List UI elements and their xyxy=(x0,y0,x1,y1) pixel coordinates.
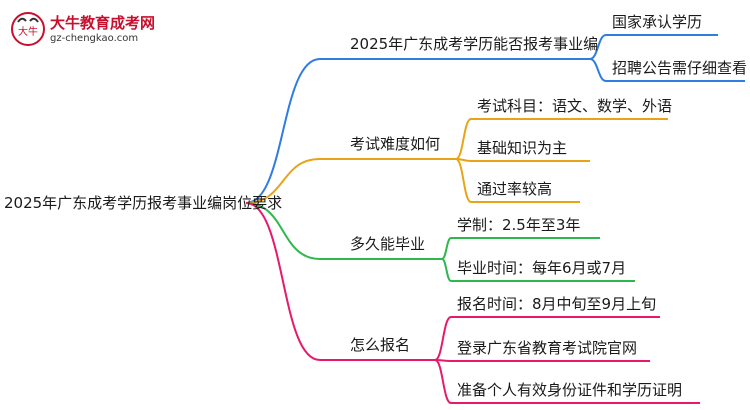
logo-url: gz-chengkao.com xyxy=(50,33,139,44)
svg-text:大牛: 大牛 xyxy=(18,25,38,38)
branch-connector-1 xyxy=(245,58,590,204)
leaf-topic-1-2: 招聘公告需仔细查看 xyxy=(612,59,748,77)
branch-topic-3: 多久能毕业 xyxy=(350,235,426,253)
branch-connector-2 xyxy=(245,158,456,204)
bull-logo-icon: 大牛 xyxy=(11,12,45,46)
leaf-topic-2-2: 基础知识为主 xyxy=(477,139,568,157)
leaf-connector-4-1 xyxy=(434,316,660,361)
leaf-connector-1-2 xyxy=(589,58,745,82)
branch-connector-3 xyxy=(245,202,442,260)
leaf-connector-2-3 xyxy=(455,158,580,203)
leaf-topic-4-3: 准备个人有效身份证件和学历证明 xyxy=(457,381,683,399)
leaf-topic-2-1: 考试科目：语文、数学、外语 xyxy=(477,97,673,115)
leaf-topic-1-1: 国家承认学历 xyxy=(612,13,703,31)
leaf-topic-4-2: 登录广东省教育考试院官网 xyxy=(457,339,638,357)
logo-title: 大牛教育成考网 xyxy=(50,14,156,32)
leaf-topic-3-1: 学制：2.5年至3年 xyxy=(457,216,581,234)
leaf-connector-1-1 xyxy=(589,34,718,60)
branch-topic-2: 考试难度如何 xyxy=(350,135,441,153)
branch-connector-4 xyxy=(245,202,435,361)
leaf-connector-3-1 xyxy=(441,237,600,260)
root-topic: 2025年广东成考学历报考事业编岗位要求 xyxy=(4,194,283,212)
site-logo: 大牛 大牛教育成考网 gz-chengkao.com xyxy=(6,6,166,56)
leaf-connector-2-2 xyxy=(455,158,590,162)
leaf-connector-4-3 xyxy=(434,359,700,404)
leaf-connector-4-2 xyxy=(434,359,650,362)
branch-topic-4: 怎么报名 xyxy=(350,336,411,354)
leaf-connector-3-2 xyxy=(441,258,635,282)
leaf-topic-4-1: 报名时间：8月中旬至9月上旬 xyxy=(457,295,657,313)
leaf-topic-2-3: 通过率较高 xyxy=(477,180,553,198)
leaf-connector-2-1 xyxy=(455,118,668,160)
leaf-topic-3-2: 毕业时间：每年6月或7月 xyxy=(457,259,627,277)
branch-topic-1: 2025年广东成考学历能否报考事业编 xyxy=(350,35,599,53)
